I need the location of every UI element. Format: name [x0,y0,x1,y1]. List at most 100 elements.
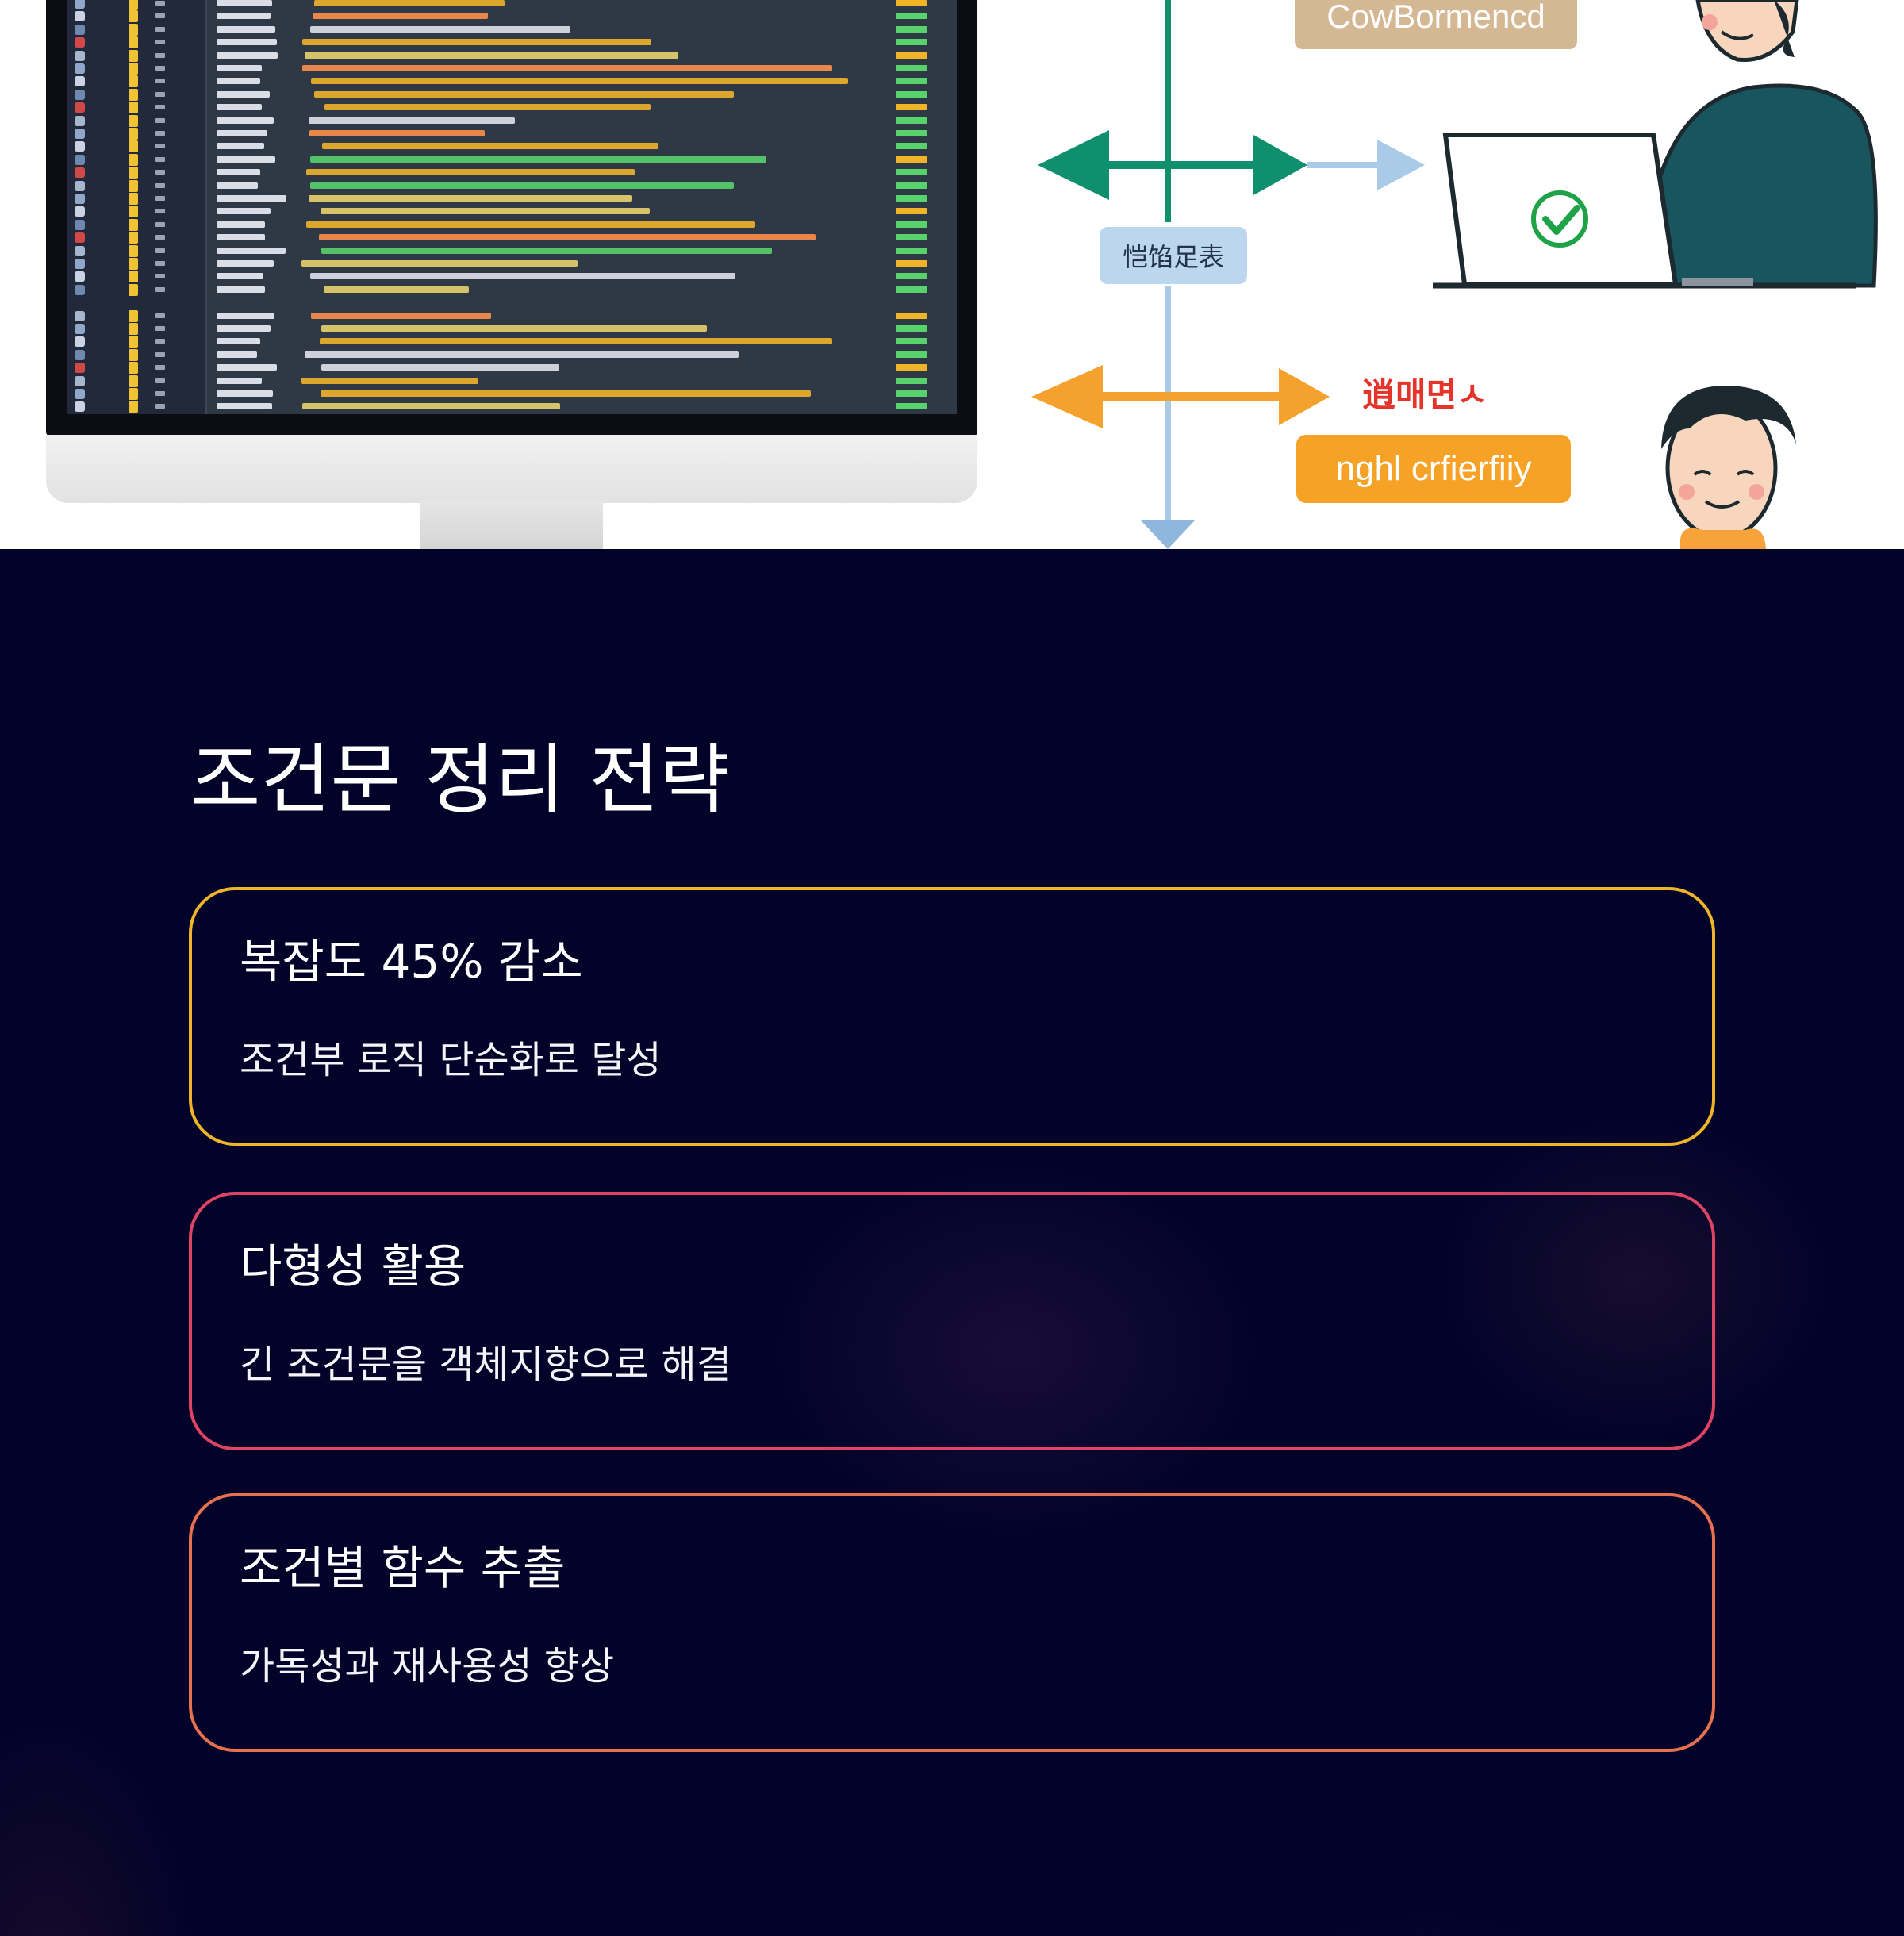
line-number [155,313,165,318]
line-number [155,378,165,383]
file-icon [75,115,85,126]
file-icon [75,389,85,399]
code-token [304,52,679,59]
person-with-laptop [1433,0,1878,289]
code-token [217,13,271,20]
code-token [217,25,275,33]
code-token [313,0,505,6]
code-token [896,117,927,124]
line-number [155,221,165,227]
code-token [217,169,261,176]
section-title: 조건문 정리 전략 [190,736,730,824]
code-token [217,390,274,397]
file-icon [75,232,85,244]
code-token [217,208,271,215]
illustration-banner: CowBormencd 恺馅足表 逍매면ㅅ nghl crfierfiiy [0,0,1904,549]
card-description: 긴 조건문을 객체지향으로 해결 [240,1343,731,1387]
code-token [896,234,927,241]
line-number [155,248,165,253]
code-token [896,52,927,59]
code-token [217,182,258,189]
line-number [155,1,165,6]
file-icon [75,102,85,113]
file-icon [75,63,85,74]
monitor-stand [420,501,603,549]
code-token [217,364,278,371]
line-number [155,131,165,136]
editor-gutter [67,0,207,414]
code-token [301,403,560,410]
code-token [217,90,270,98]
code-token [217,325,271,332]
code-token [217,312,275,319]
line-number [155,117,165,123]
code-token [896,247,927,254]
code-token [304,351,739,358]
code-token [217,52,278,59]
file-icon [75,11,85,22]
line-number [155,26,165,32]
bookmark-marker [129,167,138,179]
code-token [306,221,756,228]
code-token [324,104,651,111]
code-token [896,260,927,267]
line-number [155,235,165,240]
strategy-card-extract-function: 조건별 함수 추출 가독성과 재사용성 향상 [189,1493,1715,1752]
bookmark-marker [129,88,138,101]
left-arrow-icon [1038,130,1109,200]
file-icon [75,141,85,152]
file-icon [75,219,85,230]
bookmark-marker [129,23,138,36]
file-icon [75,259,85,269]
code-token [217,260,274,267]
code-token [896,195,927,202]
file-icon [75,37,85,48]
bookmark-marker [129,218,138,231]
code-token [896,156,927,163]
code-token [309,130,485,136]
bookmark-marker [129,348,138,361]
code-token [321,143,659,150]
line-number [155,105,165,110]
line-number [155,144,165,149]
line-number [155,286,165,292]
diagram-label-conformed: CowBormencd [1295,0,1577,49]
code-token [217,104,262,111]
line-number [155,365,165,371]
code-token [217,247,286,254]
strategy-card-complexity: 복잡도 45% 감소 조건부 로직 단순화로 달성 [189,887,1715,1146]
bookmark-marker [129,258,138,270]
code-token [896,130,927,136]
diagram-label-center: 恺馅足表 [1100,227,1247,284]
file-icon [75,50,85,61]
bookmark-marker [129,271,138,283]
card-title: 조건별 함수 추출 [240,1541,566,1595]
code-token [896,325,927,332]
card-description: 가독성과 재사용성 향상 [240,1644,615,1688]
file-icon [75,180,85,191]
bookmark-marker [129,323,138,335]
file-icon [75,129,85,139]
bookmark-marker [129,232,138,244]
code-token [217,338,260,345]
code-token [217,195,287,202]
bookmark-marker [129,179,138,192]
code-token [896,221,927,228]
smiling-person-avatar [1661,385,1796,549]
file-icon [75,167,85,179]
blue-arrow-icon [1377,140,1425,190]
code-token [321,364,559,371]
line-number [155,182,165,188]
bookmark-marker [129,375,138,387]
bookmark-marker [129,128,138,140]
bookmark-marker [129,388,138,400]
code-token [896,208,927,215]
code-token [217,65,263,71]
flow-diagram [1031,0,1878,549]
code-token [217,273,263,280]
bookmark-marker [129,114,138,127]
monitor-chin [46,435,977,503]
code-token [301,377,478,384]
diagram-label-red: 逍매면ㅅ [1362,375,1488,413]
line-number [155,66,165,71]
